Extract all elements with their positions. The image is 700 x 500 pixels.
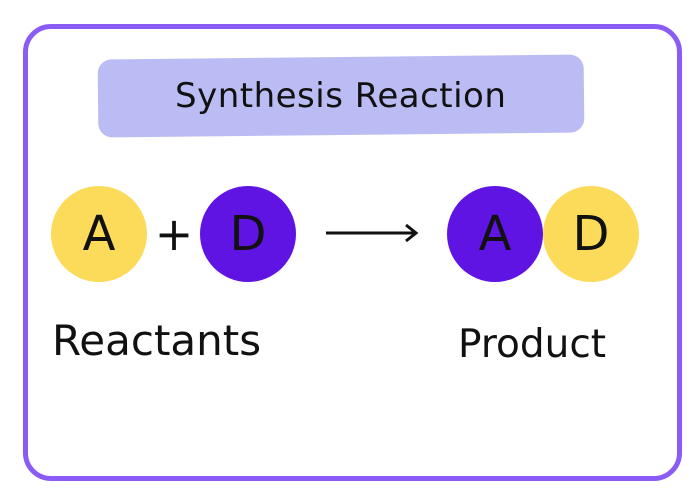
- reactant-d-letter: D: [229, 206, 267, 262]
- product-label: Product: [458, 322, 607, 367]
- reactant-a-letter: A: [82, 206, 116, 262]
- reactants-label: Reactants: [52, 316, 262, 365]
- reactant-d-circle: D: [200, 186, 296, 282]
- product-d-letter: D: [572, 206, 610, 262]
- product-a-letter: A: [478, 206, 512, 262]
- diagram-title: Synthesis Reaction: [175, 76, 507, 116]
- product-d-circle: D: [543, 186, 639, 282]
- reactant-a-circle: A: [51, 186, 147, 282]
- product-a-circle: A: [447, 186, 543, 282]
- reaction-arrow-icon: [326, 223, 419, 243]
- title-banner: Synthesis Reaction: [97, 54, 585, 138]
- plus-sign: +: [154, 207, 194, 261]
